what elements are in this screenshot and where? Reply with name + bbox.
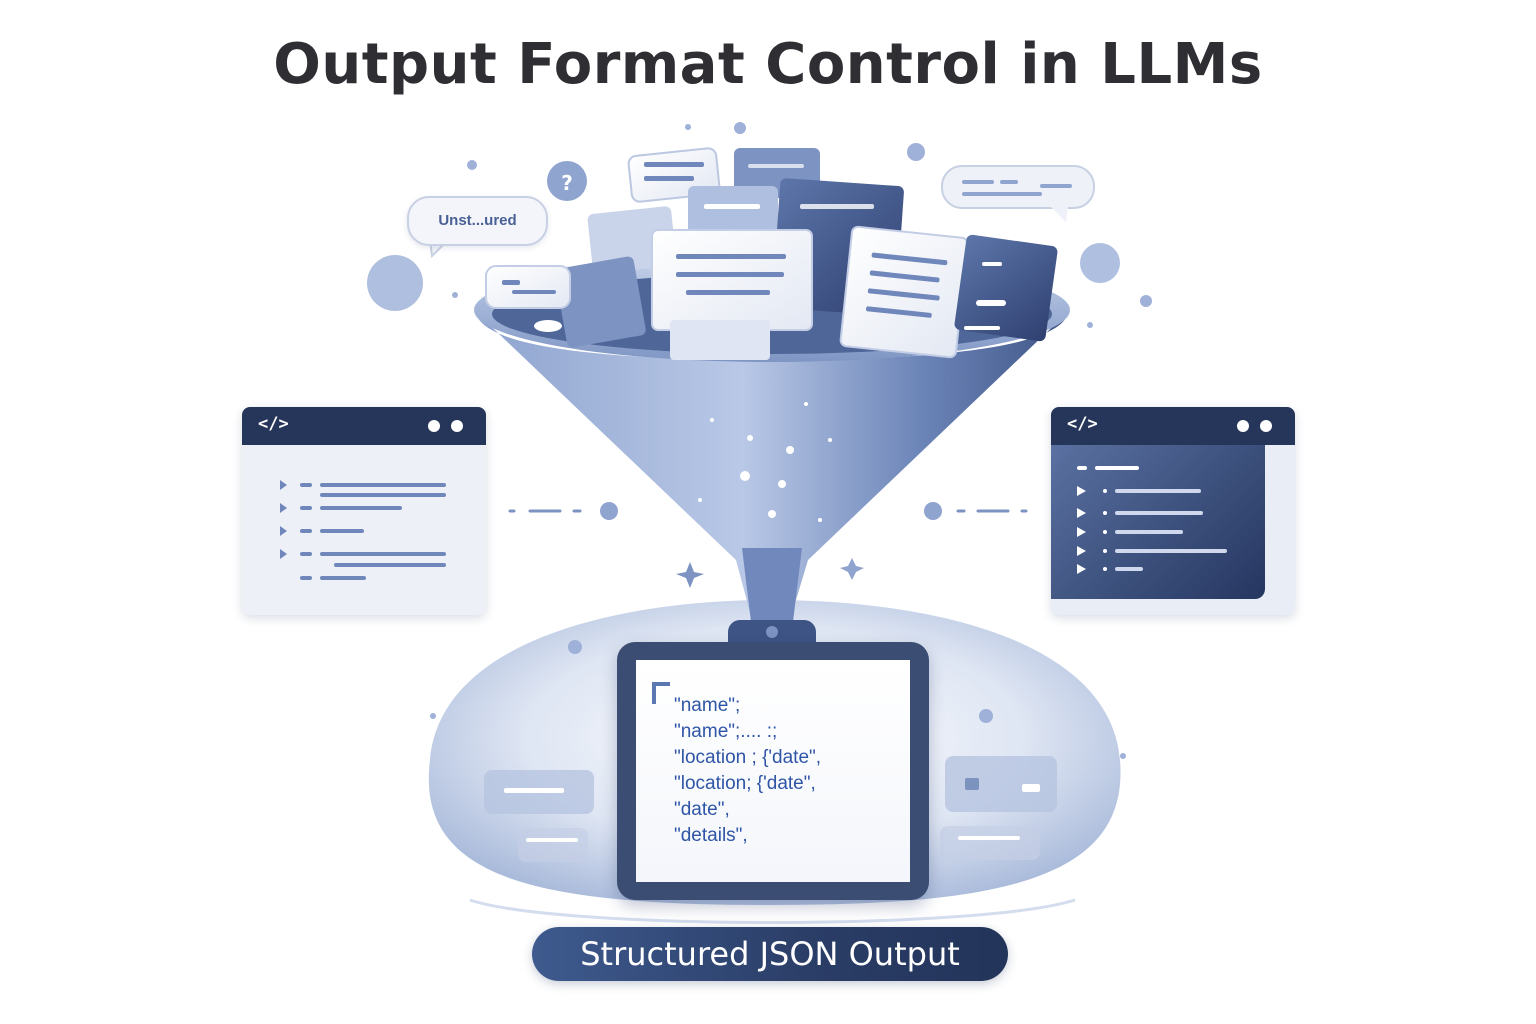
code-line — [1103, 530, 1107, 534]
window-dot-icon — [428, 420, 440, 432]
arrow-icon — [280, 503, 287, 513]
code-line — [320, 576, 366, 580]
code-line — [1103, 549, 1107, 553]
code-line — [320, 552, 446, 556]
page-title: Output Format Control in LLMs — [273, 32, 1263, 97]
arrow-icon — [1077, 508, 1086, 518]
window-dot-icon — [1260, 420, 1272, 432]
json-line: "date", — [674, 799, 730, 820]
window-dot-icon — [451, 420, 463, 432]
structured-output-badge: Structured JSON Output — [532, 927, 1008, 981]
code-line — [320, 506, 402, 510]
json-line: "location ; {'date", — [674, 747, 822, 768]
sparkles — [698, 402, 832, 522]
code-line — [1095, 466, 1139, 470]
unstructured-bubble: Unst...ured — [407, 196, 548, 246]
json-line: "details", — [674, 825, 748, 846]
code-line — [300, 552, 312, 556]
code-line — [320, 493, 446, 497]
message-cards — [485, 147, 1058, 360]
funnel-cone — [476, 312, 1068, 620]
speech-bubble-right — [941, 165, 1095, 222]
code-line — [320, 483, 446, 487]
funnel-stem — [742, 548, 802, 630]
code-line — [1115, 567, 1143, 571]
code-line — [1077, 466, 1087, 470]
window-body — [1051, 445, 1265, 599]
bracket-icon — [652, 682, 670, 704]
unstructured-label: Unst...ured — [438, 212, 517, 229]
json-line: "name"; — [674, 695, 741, 716]
json-line: "name";.... :; — [674, 721, 778, 742]
code-tag-icon: </> — [258, 414, 289, 434]
code-line — [300, 483, 312, 487]
window-titlebar: </> — [242, 407, 486, 445]
output-screen — [636, 660, 910, 882]
star-icon — [676, 562, 704, 588]
code-line — [1115, 489, 1201, 493]
star-icon — [840, 558, 864, 580]
code-line — [1103, 511, 1107, 515]
window-titlebar: </> — [1051, 407, 1295, 445]
code-line — [334, 563, 446, 567]
arrow-icon — [280, 526, 287, 536]
code-line — [300, 529, 312, 533]
left-code-window: </> — [242, 407, 486, 615]
code-line — [1115, 511, 1203, 515]
code-tag-icon: </> — [1067, 414, 1098, 434]
floating-dots — [367, 122, 1152, 759]
window-dot-icon — [1237, 420, 1249, 432]
arrow-icon — [1077, 564, 1086, 574]
arrow-icon — [1077, 486, 1086, 496]
code-line — [320, 529, 364, 533]
arrow-icon — [280, 480, 287, 490]
badge-label: Structured JSON Output — [580, 935, 960, 973]
window-body — [242, 445, 486, 615]
code-line — [1115, 530, 1183, 534]
json-line: "location; {'date", — [674, 773, 816, 794]
right-code-window: </> — [1051, 407, 1295, 615]
arrow-icon — [280, 549, 287, 559]
code-line — [1103, 567, 1107, 571]
question-icon: ? — [561, 171, 573, 195]
code-line — [300, 506, 312, 510]
base-card-right — [945, 756, 1057, 812]
code-line — [1103, 489, 1107, 493]
code-line — [1115, 549, 1227, 553]
code-line — [300, 576, 312, 580]
arrow-icon — [1077, 546, 1086, 556]
arrow-icon — [1077, 527, 1086, 537]
